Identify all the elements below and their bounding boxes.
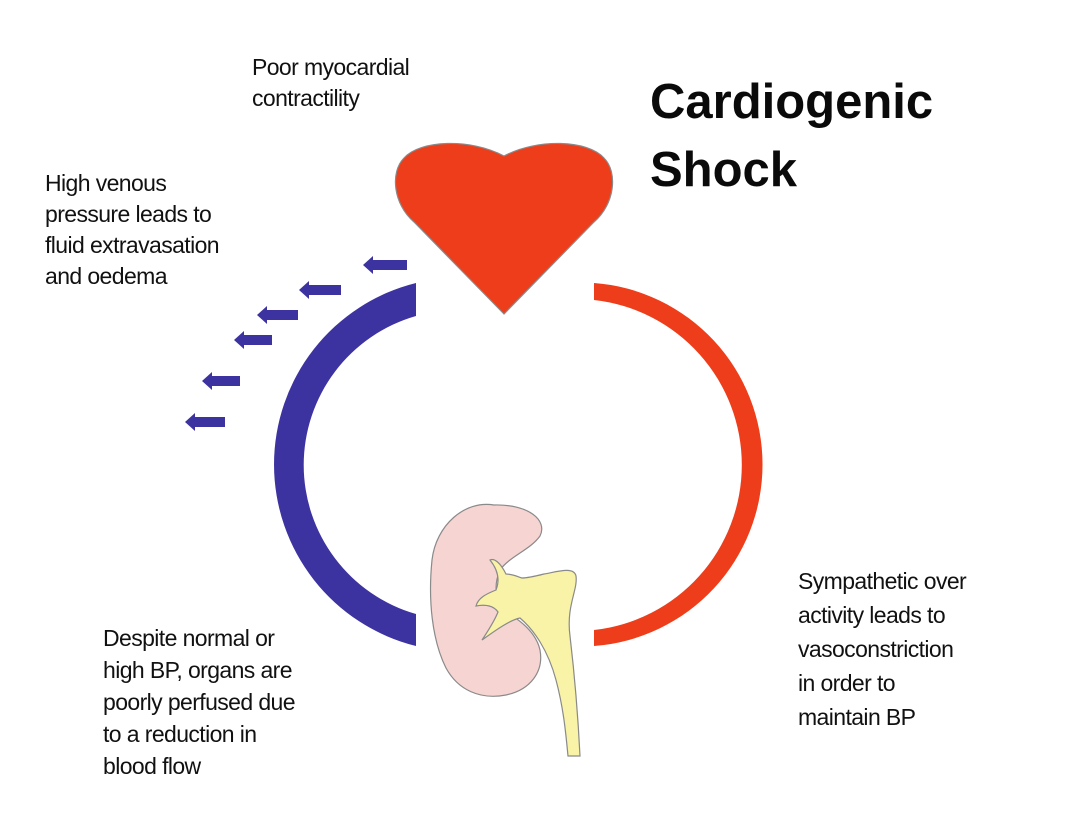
fluid-leak-arrow <box>202 372 240 390</box>
kidney-icon <box>429 503 581 757</box>
venous-return-arc <box>274 283 416 646</box>
label-sympathetic: Sympathetic over activity leads to vasoc… <box>798 568 967 730</box>
fluid-leak-arrow <box>185 413 225 431</box>
fluid-leak-arrow <box>363 256 407 274</box>
page-title: Cardiogenic Shock <box>650 75 934 197</box>
label-perfusion: Despite normal or high BP, organs are po… <box>103 625 296 779</box>
fluid-leak-arrow <box>234 331 272 349</box>
heart-icon <box>394 142 614 315</box>
label-venous: High venous pressure leads to fluid extr… <box>45 170 220 289</box>
fluid-leak-arrow <box>299 281 341 299</box>
ureter-icon <box>475 558 581 757</box>
fluid-leak-arrows <box>185 256 407 431</box>
arterial-outflow-arc <box>594 283 763 646</box>
fluid-leak-arrow <box>257 306 298 324</box>
label-myocardial: Poor myocardial contractility <box>252 54 410 111</box>
